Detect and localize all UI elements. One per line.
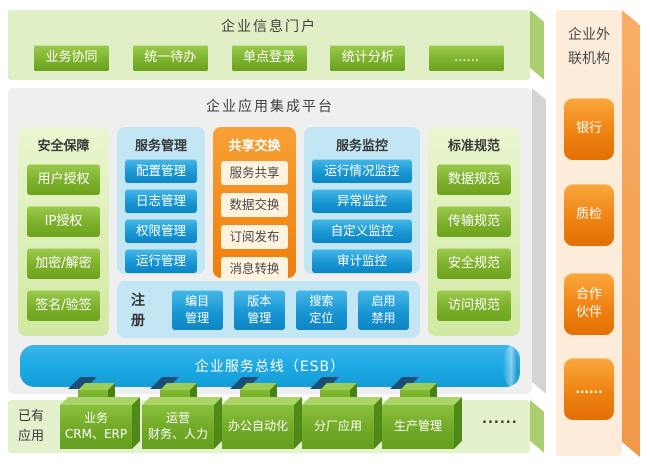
column-service-management-title: 服务管理	[134, 139, 187, 154]
portal-button-1: 业务协同	[34, 45, 109, 71]
share-exchange-item: 数据交换	[221, 193, 288, 217]
column-standards-title: 标准规范	[447, 139, 500, 154]
external-orgs-panel-3d-side	[622, 10, 640, 458]
column-security-title: 安全保障	[37, 139, 90, 154]
external-orgs-title: 企业外 联机构	[568, 27, 610, 67]
column-standards: 标准规范 数据规范 传输规范 安全规范 访问规范	[428, 127, 520, 336]
share-exchange-item: 消息转换	[221, 257, 288, 281]
app-block-label: 分厂应用	[302, 405, 374, 449]
registry-label: 注册	[131, 292, 145, 329]
esb-bar: 企业服务总线（ESB）	[20, 345, 520, 387]
service-monitoring-item: 运行情况监控	[312, 159, 412, 183]
column-service-monitoring-title: 服务监控	[335, 139, 388, 154]
esb-label: 企业服务总线（ESB）	[194, 359, 346, 375]
existing-apps-label: 已有 应用	[18, 409, 45, 444]
external-org-quality: 质检	[564, 184, 614, 246]
column-security: 安全保障 用户授权 IP授权 加密/解密 签名/验签	[18, 127, 109, 336]
service-management-item: 权限管理	[125, 219, 197, 243]
portal-button-more: ......	[429, 45, 504, 71]
security-item: 加密/解密	[27, 248, 100, 279]
registry-panel: 注册 编目 管理 版本 管理 搜索 定位 启用 禁用	[117, 281, 420, 338]
registry-item-search: 搜索 定位	[295, 289, 347, 330]
column-share-exchange: 共享交换 服务共享 数据交换 订阅发布 消息转换	[213, 127, 296, 281]
app-block-label: 业务 CRM、ERP	[60, 405, 132, 449]
external-org-more: ......	[564, 358, 614, 420]
platform-panel-3d-side	[532, 88, 546, 394]
standards-item: 访问规范	[437, 290, 511, 321]
external-org-bank: 银行	[564, 98, 614, 160]
app-block-office-automation: 办公自动化	[222, 377, 294, 449]
standards-item: 传输规范	[437, 206, 511, 237]
service-management-item: 日志管理	[125, 189, 197, 213]
column-share-exchange-title: 共享交换	[228, 139, 281, 154]
portal-button-row: 业务协同 统一待办 单点登录 统计分析 ......	[8, 36, 530, 71]
registry-item-enable: 启用 禁用	[357, 289, 410, 330]
app-block-production: 生产管理	[382, 377, 454, 449]
column-service-monitoring: 服务监控 运行情况监控 异常监控 自定义监控 审计监控	[304, 127, 420, 274]
service-monitoring-item: 异常监控	[312, 189, 412, 213]
portal-title: 企业信息门户	[221, 19, 317, 35]
security-item: IP授权	[27, 206, 100, 237]
registry-item-catalog: 编目 管理	[171, 289, 223, 330]
app-block-operations: 运营 财务、人力	[142, 377, 214, 449]
app-block-label: 办公自动化	[222, 405, 294, 449]
more-apps-dots: ......	[482, 412, 518, 427]
security-item: 签名/验签	[27, 290, 100, 321]
service-management-item: 运行管理	[125, 249, 197, 273]
portal-band: 企业信息门户 业务协同 统一待办 单点登录 统计分析 ......	[8, 10, 530, 80]
app-block-label: 运营 财务、人力	[142, 405, 214, 449]
column-service-management: 服务管理 配置管理 日志管理 权限管理 运行管理	[117, 127, 205, 274]
portal-band-3d-side	[530, 10, 544, 80]
platform-title: 企业应用集成平台	[206, 99, 334, 115]
service-management-item: 配置管理	[125, 159, 197, 183]
standards-item: 数据规范	[437, 164, 511, 195]
service-monitoring-item: 自定义监控	[312, 219, 412, 243]
portal-button-2: 统一待办	[132, 45, 208, 71]
existing-apps-band-3d-side	[530, 400, 544, 453]
app-block-branch-factory: 分厂应用	[302, 377, 374, 449]
share-exchange-item: 订阅发布	[221, 225, 288, 249]
service-monitoring-item: 审计监控	[312, 249, 412, 273]
app-block-crm-erp: 业务 CRM、ERP	[60, 377, 132, 449]
external-org-partners: 合作 伙伴	[564, 273, 614, 335]
portal-button-4: 统计分析	[330, 45, 406, 71]
standards-item: 安全规范	[437, 248, 511, 279]
external-orgs-panel: 企业外 联机构 银行 质检 合作 伙伴 ......	[556, 10, 622, 456]
portal-button-3: 单点登录	[231, 45, 307, 71]
share-exchange-item: 服务共享	[221, 161, 288, 185]
security-item: 用户授权	[27, 164, 100, 195]
app-block-label: 生产管理	[382, 405, 454, 449]
registry-item-version: 版本 管理	[233, 289, 285, 330]
